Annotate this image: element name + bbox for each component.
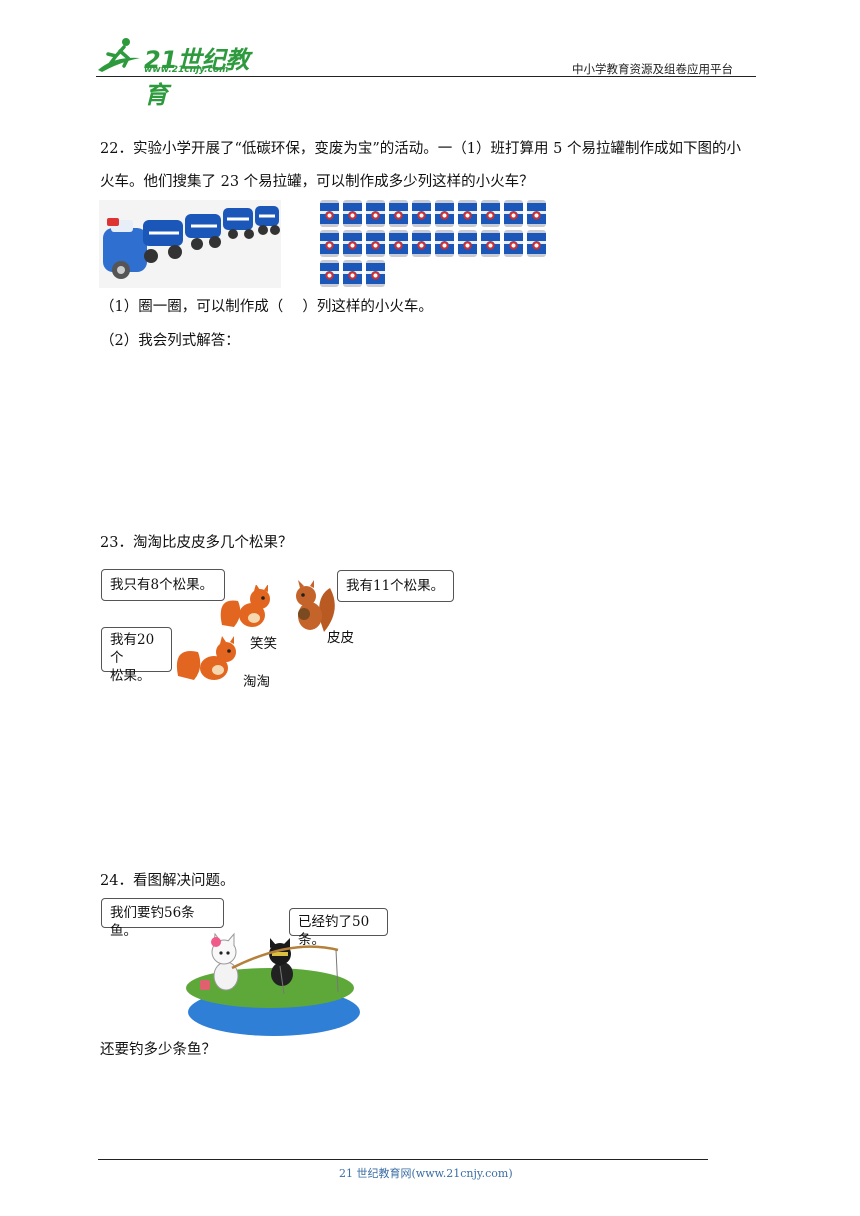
name-xiaoxiao: 笑笑 [250,636,277,652]
header-platform-text: 中小学教育资源及组卷应用平台 [572,62,733,76]
q22-text-line2: 火车。他们搜集了 23 个易拉罐，可以制作成多少列这样的小火车？ [100,174,534,190]
logo-url: www.21cnjy.com [144,65,229,75]
soda-can-icon [481,200,500,227]
soda-can-icon [320,230,339,257]
soda-can-icon [412,200,431,227]
bubble-need-fish: 我们要钓56条鱼。 [101,898,224,939]
logo-text: 21世纪教育 [144,46,250,109]
q24-question: 24．看图解决问题。 [100,873,235,889]
soda-can-icon [389,230,408,257]
q22-text-line1: 22．实验小学开展了“低碳环保，变废为宝”的活动。一（1）班打算用 5 个易拉罐… [100,141,741,157]
footer-divider [98,1159,708,1160]
soda-can-icon [435,230,454,257]
bubble-caught-fish: 已经钓了50条。 [289,908,388,948]
footer-site-link[interactable]: 21 世纪教育网(www.21cnjy.com) [339,1167,513,1180]
soda-can-icon [320,260,339,287]
name-taotao: 淘淘 [243,674,270,690]
soda-can-icon [527,200,546,227]
soda-can-icon [343,230,362,257]
soda-can-icon [366,200,385,227]
soda-can-icon [412,230,431,257]
bubble-pipi: 我有11个松果。 [337,570,454,602]
soda-can-icon [343,260,362,287]
squirrel-xiaoxiao-image [220,585,270,627]
soda-can-icon [389,200,408,227]
q23-question: 23．淘淘比皮皮多几个松果？ [100,535,293,551]
bubble-taotao-line1: 我有20个 [110,632,155,666]
q22-part2: （2）我会列式解答： [100,333,240,349]
soda-can-icon [366,260,385,287]
q22-part1: （1）圈一圈，可以制作成（ ）列这样的小火车。 [100,299,433,315]
soda-can-icon [458,230,477,257]
can-grid [320,200,550,288]
squirrel-pipi-image [296,580,335,632]
bubble-taotao-line2: 松果。 [110,668,151,684]
soda-can-icon [343,200,362,227]
soda-can-icon [435,200,454,227]
soda-can-icon [527,230,546,257]
runner-logo-icon [98,38,140,72]
squirrel-taotao-image [176,636,236,680]
can-train-image [99,200,281,288]
soda-can-icon [320,200,339,227]
bubble-xiaoxiao: 我只有8个松果。 [101,569,225,601]
soda-can-icon [504,200,523,227]
name-pipi: 皮皮 [327,630,354,646]
site-logo: 21世纪教育 www.21cnjy.com [96,36,266,109]
fishing-cats-image [186,932,360,1036]
bubble-taotao: 我有20个 松果。 [101,627,172,684]
soda-can-icon [458,200,477,227]
soda-can-icon [481,230,500,257]
q24-sub-question: 还要钓多少条鱼？ [100,1042,216,1058]
soda-can-icon [366,230,385,257]
header-divider [96,76,756,77]
soda-can-icon [504,230,523,257]
